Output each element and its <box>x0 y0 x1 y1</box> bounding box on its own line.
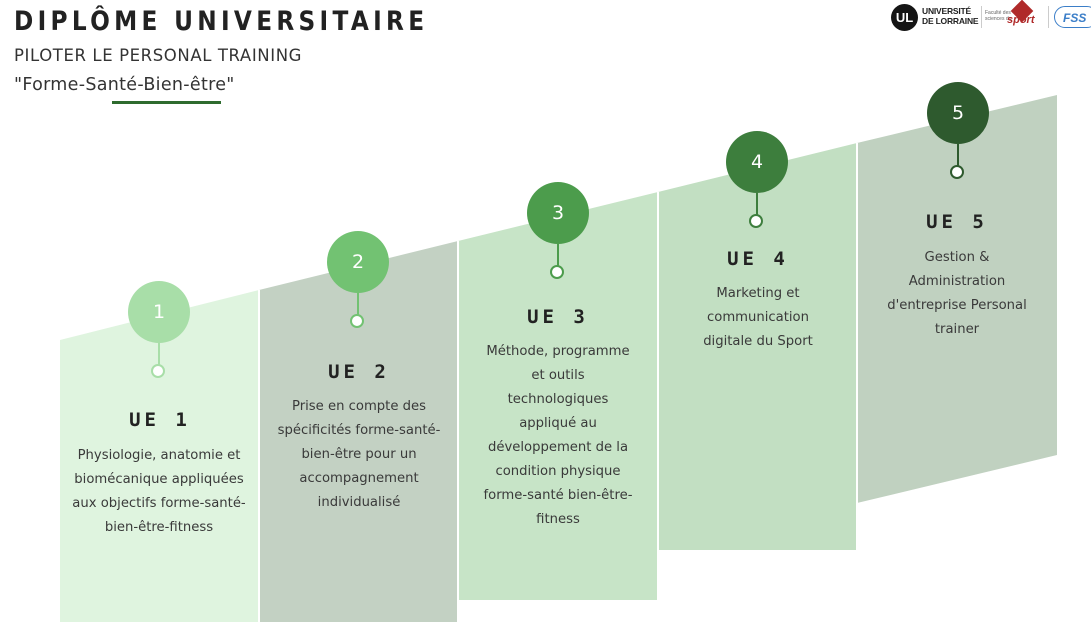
title-underline-divider <box>112 101 221 104</box>
unit-description-5: Gestion & Administration d'entreprise Pe… <box>887 250 1027 337</box>
step-number-badge-1: 1 <box>128 281 190 343</box>
step-connector-2 <box>357 293 359 315</box>
logo-divider <box>1048 6 1049 28</box>
step-number-badge-5: 5 <box>927 82 989 144</box>
step-connector-5 <box>957 144 959 166</box>
unit-label-4: UE 4 <box>727 248 789 270</box>
unit-description-4: Marketing et communication digitale du S… <box>703 286 813 349</box>
page-title: DIPLÔME UNIVERSITAIRE <box>14 6 429 37</box>
unit-label-3: UE 3 <box>527 306 589 328</box>
logo-divider <box>981 6 982 28</box>
step-connector-3 <box>557 244 559 266</box>
step-marker-ring-2 <box>350 314 364 328</box>
step-panel-4 <box>658 143 857 550</box>
unit-description-3: Méthode, programme et outils technologiq… <box>483 344 633 527</box>
unit-label-5: UE 5 <box>926 211 988 233</box>
step-marker-ring-4 <box>749 214 763 228</box>
universite-lorraine-logo: UL <box>891 4 918 31</box>
unit-description-2: Prise en compte des spécificités forme-s… <box>277 399 441 510</box>
fss-logo: FSS <box>1054 6 1091 28</box>
step-number-badge-4: 4 <box>726 131 788 193</box>
page-tagline: "Forme-Santé-Bien-être" <box>14 75 235 95</box>
step-number-badge-3: 3 <box>527 182 589 244</box>
page-subtitle: PILOTER LE PERSONAL TRAINING <box>14 46 303 65</box>
unit-description-1: Physiologie, anatomie et biomécanique ap… <box>72 448 246 535</box>
step-connector-4 <box>756 193 758 215</box>
unit-label-1: UE 1 <box>129 409 191 431</box>
step-panel-3 <box>458 192 658 600</box>
partner-logos: UL UNIVERSITÉ DE LORRAINE Faculté des sc… <box>891 0 1091 34</box>
step-number-badge-2: 2 <box>327 231 389 293</box>
step-marker-ring-3 <box>550 265 564 279</box>
unit-label-2: UE 2 <box>328 361 390 383</box>
step-marker-ring-1 <box>151 364 165 378</box>
step-panel-2 <box>259 241 458 622</box>
universite-lorraine-wordmark: UNIVERSITÉ DE LORRAINE <box>922 6 979 26</box>
step-panel-5 <box>857 95 1057 503</box>
step-panel-1 <box>60 290 259 622</box>
step-marker-ring-5 <box>950 165 964 179</box>
faculte-sport-caption: Faculté des sciences du <box>985 10 1012 22</box>
faculte-sport-wordmark: sport <box>1007 14 1035 26</box>
step-connector-1 <box>158 343 160 365</box>
